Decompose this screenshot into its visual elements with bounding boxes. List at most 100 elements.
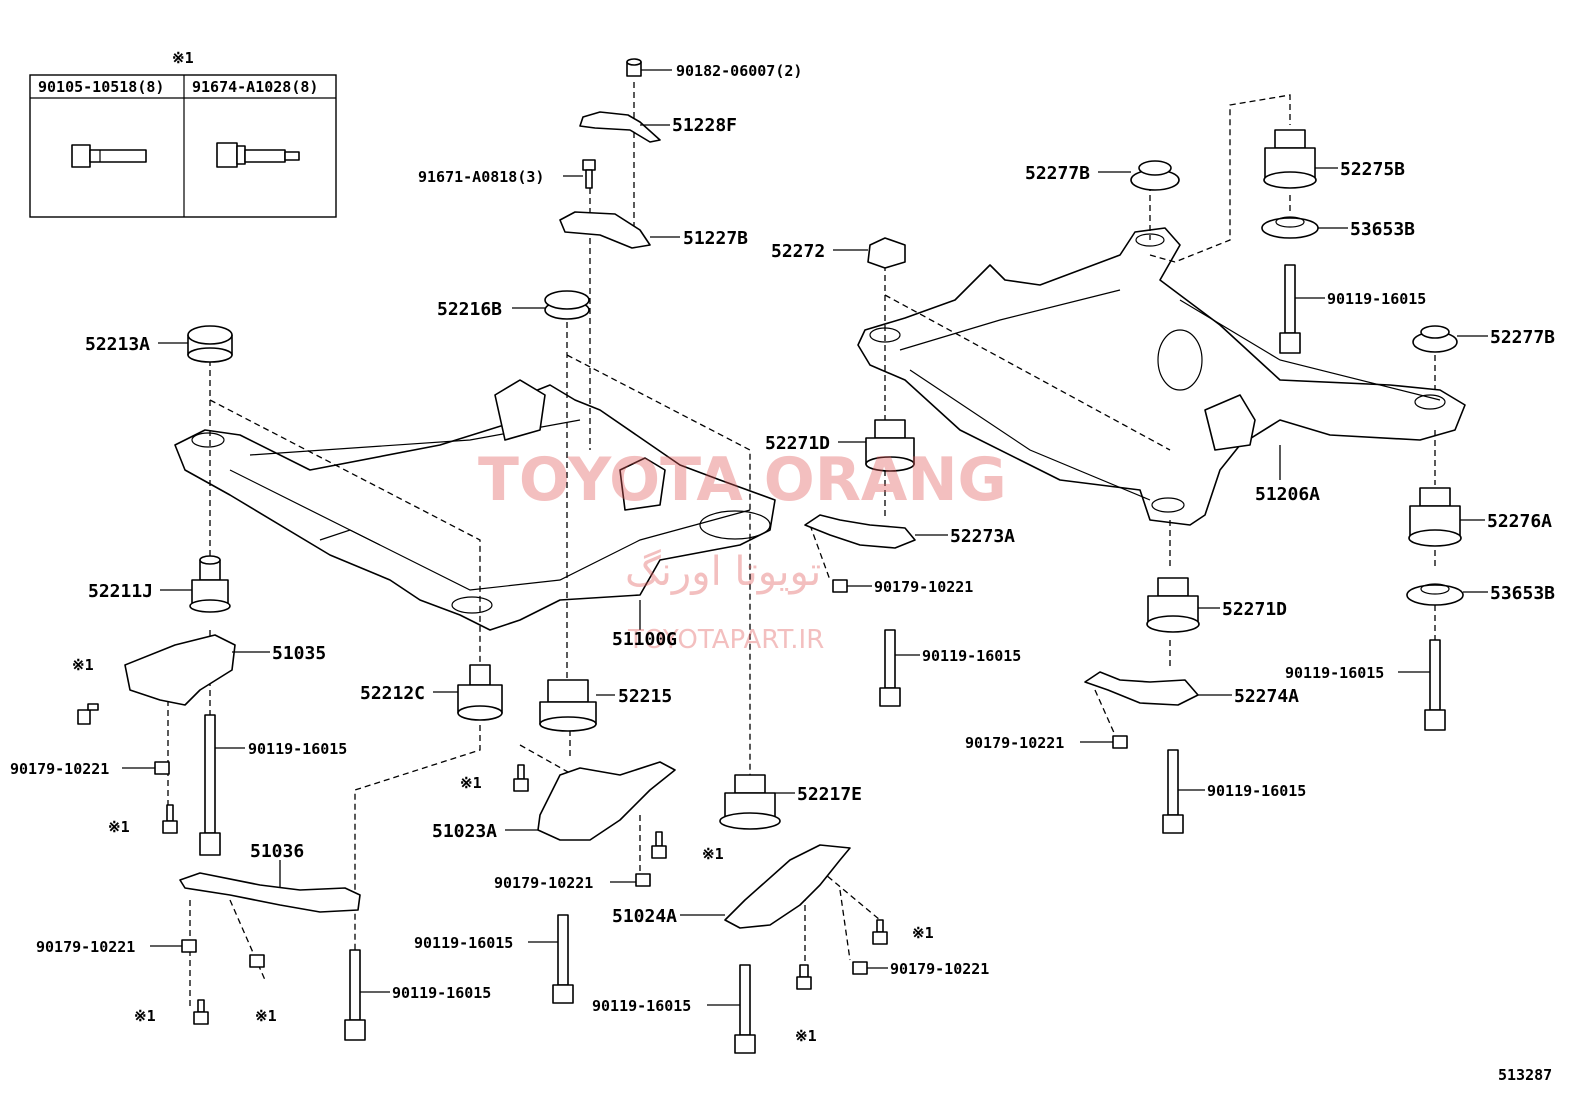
label-52277B-b: 52277B [1490, 327, 1555, 348]
mount-52277B-b [1412, 325, 1458, 353]
label-51024A: 51024A [612, 906, 677, 927]
label-90179-10221-a: 90179-10221 [10, 760, 109, 778]
rear-subframe [857, 227, 1466, 526]
bushing-52275B [1263, 129, 1317, 189]
leader-lines [122, 69, 1488, 1006]
bolt-marker-g [796, 964, 812, 990]
bolt-90119-e [879, 629, 901, 707]
marker-note-h: ※1 [795, 1027, 817, 1045]
label-52273A: 52273A [950, 526, 1015, 547]
label-52276A: 52276A [1487, 511, 1552, 532]
marker-note-f: ※1 [255, 1007, 277, 1025]
bushing-52271D-a [865, 419, 915, 472]
bushing-52216B [544, 290, 590, 320]
bolt-marker-h [872, 919, 888, 945]
label-51035: 51035 [272, 643, 326, 664]
label-51036: 51036 [250, 841, 304, 862]
marker-note-b: ※1 [108, 818, 130, 836]
label-90179-10221-f: 90179-10221 [965, 734, 1064, 752]
bolt-marker-c [513, 764, 529, 792]
nut-90179-d [852, 961, 868, 975]
nut-90179-e [832, 579, 848, 593]
label-90119-16015-a: 90119-16015 [248, 740, 347, 758]
bolt-90119-c [552, 914, 574, 1004]
label-52271D-a: 52271D [765, 433, 830, 454]
label-51227B: 51227B [683, 228, 748, 249]
bolt-90119-a [199, 714, 221, 856]
marker-note-g: ※1 [912, 924, 934, 942]
label-90119-16015-e: 90119-16015 [922, 647, 1021, 665]
label-90179-10221-c: 90179-10221 [36, 938, 135, 956]
bolt-90119-f [1279, 264, 1301, 354]
bracket-51228F [579, 111, 661, 143]
label-90179-10221-b: 90179-10221 [494, 874, 593, 892]
bushing-52213A [187, 325, 233, 363]
label-90119-16015-f: 90119-16015 [1327, 290, 1426, 308]
watermark-site: TOYOTAPART.IR [627, 625, 824, 655]
label-90179-10221-e: 90179-10221 [874, 578, 973, 596]
label-52213A: 52213A [85, 334, 150, 355]
marker-note-e: ※1 [134, 1007, 156, 1025]
mount-52277B-a [1130, 160, 1180, 191]
bracket-51023A [537, 761, 676, 841]
nut-90182 [626, 58, 642, 77]
table-col2-header: 91674-A1028(8) [192, 78, 318, 96]
parts [77, 58, 1464, 1054]
label-90119-16015-c: 90119-16015 [414, 934, 513, 952]
bushing-52271D-b [1146, 577, 1200, 633]
bolt-marker-f [193, 999, 209, 1025]
marker-note-a: ※1 [72, 656, 94, 674]
bracket-52274A [1084, 671, 1199, 706]
washer-53653B-a [1261, 216, 1319, 239]
label-91671-A0818: 91671-A0818(3) [418, 168, 544, 186]
washer-53653B-b [1406, 583, 1464, 606]
nut-90179-f [1112, 735, 1128, 749]
label-90119-16015-h: 90119-16015 [1207, 782, 1306, 800]
nut-90179-b [635, 873, 651, 887]
watermark-brand: TOYOTA ORANG [478, 445, 1007, 515]
label-51023A: 51023A [432, 821, 497, 842]
bolt-91671 [582, 159, 596, 189]
nut-90179-a [154, 761, 170, 775]
bracket-51227B [559, 211, 651, 249]
watermark: TOYOTA ORANG تویوتا اورنگ TOYOTAPART.IR [478, 445, 1007, 655]
bushing-52276A [1408, 487, 1462, 547]
nut-90179-c [181, 939, 197, 953]
label-53653B-b: 53653B [1490, 583, 1555, 604]
label-52211J: 52211J [88, 581, 153, 602]
bolt-marker-d [651, 831, 667, 859]
label-51228F: 51228F [672, 115, 737, 136]
bracket-52273A [804, 514, 916, 549]
bolt-90119-b [344, 949, 366, 1041]
stepped-bolt-icon [216, 142, 300, 168]
label-51100G: 51100G [612, 629, 677, 650]
label-52277B-a: 52277B [1025, 163, 1090, 184]
bracket-51036 [179, 872, 361, 913]
flange-bolt-icon [71, 144, 147, 168]
table-col1-header: 90105-10518(8) [38, 78, 164, 96]
label-52272: 52272 [771, 241, 825, 262]
label-90182-06007: 90182-06007(2) [676, 62, 802, 80]
label-90179-10221-d: 90179-10221 [890, 960, 989, 978]
bolt-90119-d [734, 964, 756, 1054]
bolt-90119-h [1162, 749, 1184, 834]
bushing-52215 [539, 679, 597, 732]
front-subframe [174, 379, 776, 631]
fastener-table: ※1 90105-10518(8) 91674-A1028(8) [29, 49, 337, 218]
label-90119-16015-b: 90119-16015 [392, 984, 491, 1002]
marker-note-c: ※1 [460, 774, 482, 792]
bolt-marker-e [249, 954, 265, 968]
bolt-marker-a [162, 804, 178, 834]
label-51206A: 51206A [1255, 484, 1320, 505]
bolt-marker-b [77, 703, 99, 725]
nut-52272 [867, 237, 906, 269]
part-labels: 90182-06007(2) 51228F 91671-A0818(3) 512… [10, 62, 1555, 1084]
watermark-brand-fa: تویوتا اورنگ [625, 549, 821, 595]
label-52215: 52215 [618, 686, 672, 707]
label-52217E: 52217E [797, 784, 862, 805]
bushing-52211J [189, 555, 231, 613]
label-52274A: 52274A [1234, 686, 1299, 707]
label-52275B: 52275B [1340, 159, 1405, 180]
diagram-id: 513287 [1498, 1066, 1552, 1084]
